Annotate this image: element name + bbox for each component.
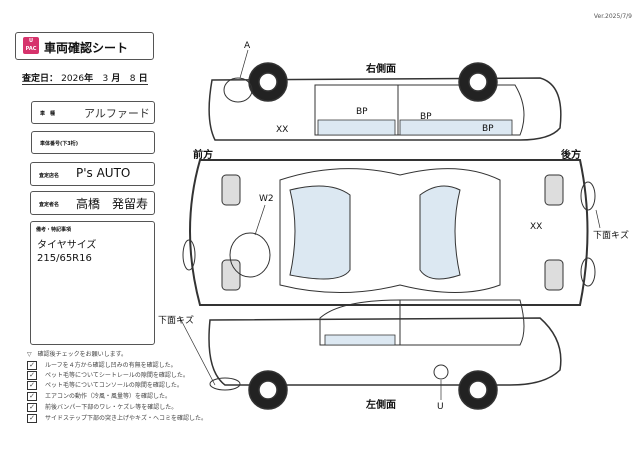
rear-label: 後方 — [561, 150, 581, 161]
version-label: Ver.2025/7/9 — [593, 13, 632, 20]
field-label: 車体番号(下3桁) — [40, 141, 79, 147]
remarks-label: 備考・特記事項 — [36, 227, 72, 233]
field-model[interactable]: 車 種 アルファード — [31, 101, 155, 124]
remarks-line: 215/65R16 — [37, 253, 92, 264]
checklist-item[interactable]: ✓ ルーフを４方から確認し凹みの有無を確認した。 — [27, 360, 177, 370]
mark-xx: XX — [276, 125, 289, 135]
checklist-text: ペット毛等についてコンソールの隙間を確認した。 — [45, 382, 183, 389]
checklist-text: サイドステップ下部の突き上げやキズ・ヘコミを確認した。 — [45, 415, 208, 422]
remarks-line: タイヤサイズ — [37, 240, 97, 251]
checkbox-checked-icon[interactable]: ✓ — [27, 371, 37, 380]
checklist-item[interactable]: ✓ エアコンの動作（冷風・風量等）を確認した。 — [27, 391, 171, 401]
field-label: 車 種 — [40, 111, 56, 117]
assessment-date: 査定日： 2026年 3 月 8 日 — [22, 71, 148, 85]
field-value: P's AUTO — [76, 166, 131, 180]
field-assessor-name[interactable]: 査定者名 高橋 発留寿 — [30, 191, 155, 215]
checklist-item[interactable]: ✓ サイドステップ下部の突き上げやキズ・ヘコミを確認した。 — [27, 413, 207, 423]
field-value: 高橋 発留寿 — [76, 197, 149, 211]
checklist-header-text: 確認後チェックをお願いします。 — [37, 351, 128, 358]
mark-underside-scratch: 下面キズ — [593, 231, 630, 241]
mark-xx: XX — [530, 222, 543, 232]
checkbox-checked-icon[interactable]: ✓ — [27, 361, 37, 370]
field-shop-name[interactable]: 査定店名 P's AUTO — [30, 162, 155, 186]
checklist-item[interactable]: ✓ 前後バンパー下部のワレ・ケズレ等を確認した。 — [27, 402, 177, 412]
field-value: アルファード — [84, 107, 150, 120]
checklist-item[interactable]: ✓ ペット毛等についてコンソールの隙間を確認した。 — [27, 380, 183, 390]
checklist-text: エアコンの動作（冷風・風量等）を確認した。 — [45, 393, 172, 400]
date-month: 3 — [102, 74, 109, 84]
right-side-label: 右側面 — [366, 64, 396, 75]
car-left-side — [208, 299, 562, 410]
left-side-label: 左側面 — [366, 400, 396, 411]
date-year: 2026 — [61, 74, 85, 84]
day-unit: 日 — [138, 74, 148, 84]
checkbox-checked-icon[interactable]: ✓ — [27, 381, 37, 390]
checklist-text: ペット毛等についてシートレールの隙間を確認した。 — [45, 372, 189, 379]
checklist-header: ▽確認後チェックをお願いします。 — [27, 351, 128, 358]
car-right-side — [208, 62, 562, 141]
mark-bp: BP — [482, 124, 494, 134]
car-top-view — [182, 159, 596, 306]
checkbox-checked-icon[interactable]: ✓ — [27, 414, 37, 423]
date-day: 8 — [129, 74, 136, 84]
month-unit: 月 — [111, 74, 121, 84]
year-unit: 年 — [84, 74, 94, 84]
checklist-item[interactable]: ✓ ペット毛等についてシートレールの隙間を確認した。 — [27, 370, 189, 380]
field-label: 査定店名 — [39, 173, 60, 179]
mark-u: U — [437, 402, 444, 412]
mark-underside-scratch: 下面キズ — [158, 316, 195, 326]
remarks-box[interactable]: 備考・特記事項 タイヤサイズ 215/65R16 — [30, 221, 155, 345]
annotation-leader-lines — [179, 49, 601, 400]
field-label: 査定者名 — [39, 202, 60, 208]
checklist-text: 前後バンパー下部のワレ・ケズレ等を確認した。 — [45, 404, 178, 411]
checkbox-checked-icon[interactable]: ✓ — [27, 392, 37, 401]
mark-a: A — [244, 41, 251, 51]
checklist-text: ルーフを４方から確認し凹みの有無を確認した。 — [45, 362, 177, 369]
date-label: 査定日： — [22, 74, 59, 84]
mark-bp: BP — [420, 112, 432, 122]
checkbox-checked-icon[interactable]: ✓ — [27, 403, 37, 412]
mark-bp: BP — [356, 107, 368, 117]
mark-w2: W2 — [259, 194, 274, 204]
field-chassis-number[interactable]: 車体番号(下3桁) — [31, 131, 155, 154]
front-label: 前方 — [193, 150, 213, 161]
page-title: 車両確認シート — [44, 41, 129, 55]
